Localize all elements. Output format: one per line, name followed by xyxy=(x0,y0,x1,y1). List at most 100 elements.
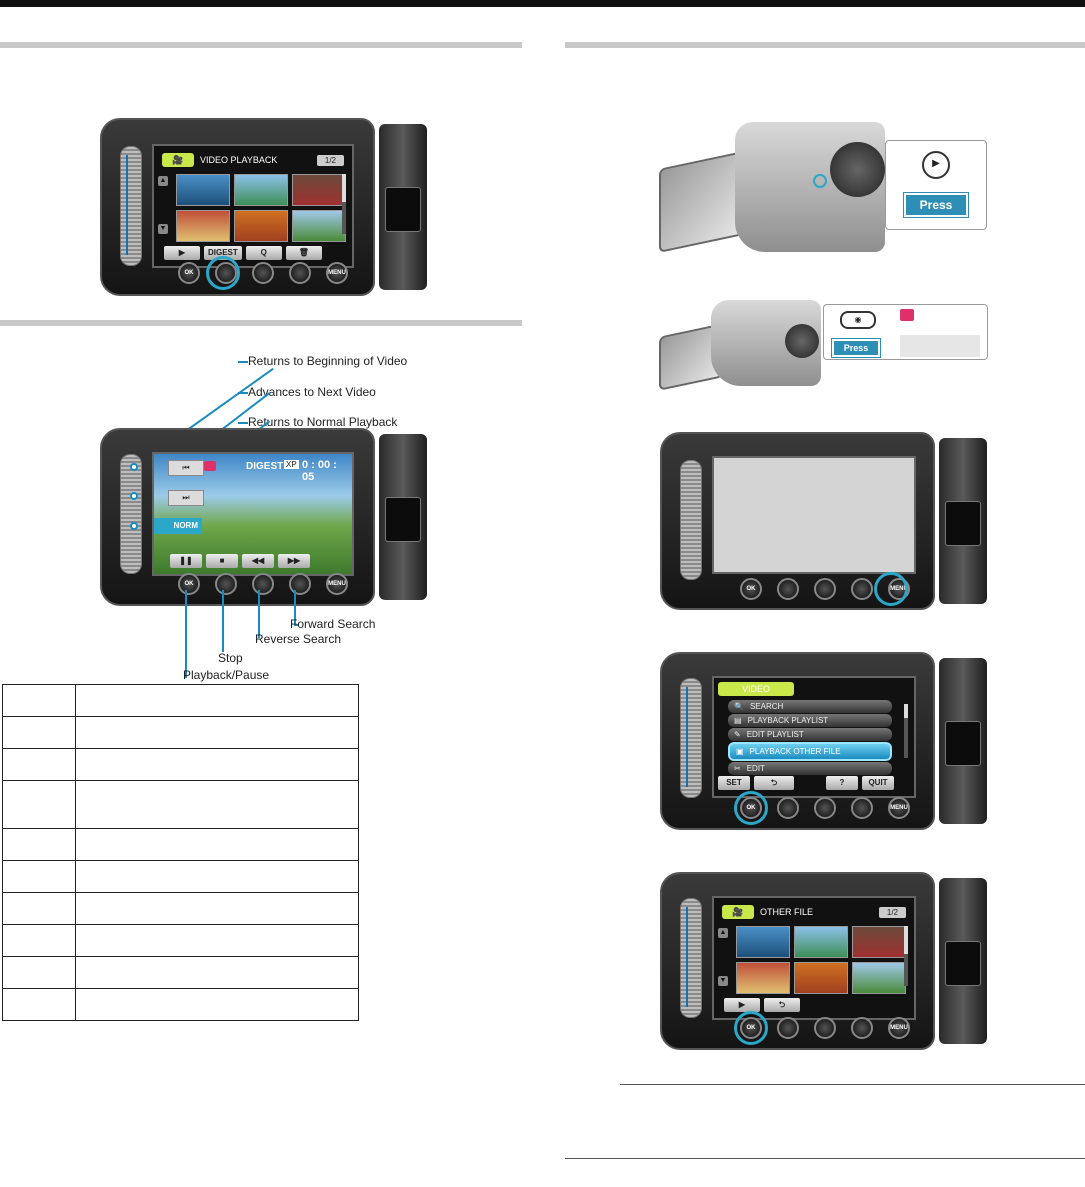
callout-returns-beginning: Returns to Beginning of Video xyxy=(248,354,408,368)
hw-button-4[interactable] xyxy=(289,262,311,284)
camera-lcd-index: 🎥 VIDEO PLAYBACK 1/2 ▲ ▼ ▶ DIGEST Q 🗑 OK… xyxy=(100,118,427,296)
menu-button[interactable]: MENU xyxy=(326,262,348,284)
hw-button-4[interactable] xyxy=(289,573,311,595)
thumbnail[interactable] xyxy=(736,926,790,958)
callout-stop: Stop xyxy=(218,651,243,665)
menu-item-search[interactable]: 🔍SEARCH xyxy=(728,700,892,713)
play-softkey[interactable]: ▶ xyxy=(164,246,200,260)
touch-slider[interactable] xyxy=(120,454,142,574)
menu-button[interactable]: MENU xyxy=(888,797,910,819)
play-softkey[interactable]: ▶ xyxy=(724,998,760,1012)
thumbnail[interactable] xyxy=(794,926,848,958)
touch-slider[interactable] xyxy=(680,460,702,580)
search-softkey[interactable]: Q xyxy=(245,246,282,260)
skip-back-icon[interactable]: ⏮ xyxy=(168,460,204,476)
back-softkey[interactable]: ⮌ xyxy=(764,998,800,1012)
touch-slider[interactable] xyxy=(680,898,702,1018)
table-row xyxy=(2,780,359,829)
search-icon: 🔍 xyxy=(734,702,744,711)
top-bar xyxy=(0,0,1085,7)
fast-forward-softkey[interactable]: ▶▶ xyxy=(278,554,310,568)
quit-softkey[interactable]: QUIT xyxy=(862,776,894,790)
hw-button-3[interactable] xyxy=(252,573,274,595)
hw-button-3[interactable] xyxy=(252,262,274,284)
file-icon: ▣ xyxy=(736,747,744,756)
thumbnail[interactable] xyxy=(736,962,790,994)
scrollbar[interactable] xyxy=(904,704,908,758)
screen-title: VIDEO PLAYBACK xyxy=(200,155,278,165)
screen-title: OTHER FILE xyxy=(760,907,814,917)
callout-playback-pause: Playback/Pause xyxy=(183,668,270,682)
scroll-down-icon[interactable]: ▼ xyxy=(158,224,168,234)
hw-button-2[interactable] xyxy=(777,578,799,600)
menu-item-edit-playlist[interactable]: ✎EDIT PLAYLIST xyxy=(728,728,892,741)
menu-item-edit[interactable]: ✂EDIT xyxy=(728,762,892,775)
thumbnail[interactable] xyxy=(234,174,288,206)
video-mode-icon xyxy=(204,461,216,471)
press-label: Press xyxy=(832,339,880,357)
lcd-screen: 🎥 OTHER FILE 1/2 ▲ ▼ ▶ ⮌ xyxy=(712,896,916,1020)
video-mode-icon: 🎥 xyxy=(162,153,194,167)
section-rule-left-2 xyxy=(0,320,522,326)
hw-button-2[interactable] xyxy=(215,573,237,595)
hw-button-2[interactable] xyxy=(777,1017,799,1039)
scroll-up-icon[interactable]: ▲ xyxy=(718,928,728,938)
press-label: Press xyxy=(904,193,968,217)
table-row xyxy=(2,956,359,989)
thumbnail[interactable] xyxy=(176,210,230,242)
thumbnail[interactable] xyxy=(852,926,906,958)
hw-button-3[interactable] xyxy=(814,1017,836,1039)
thumbnail-grid xyxy=(176,174,346,242)
table-row xyxy=(2,892,359,925)
table-row xyxy=(2,860,359,893)
ok-button[interactable]: OK xyxy=(178,573,200,595)
quality-badge: XP xyxy=(284,460,299,469)
hw-button-4[interactable] xyxy=(851,1017,873,1039)
set-softkey[interactable]: SET xyxy=(718,776,750,790)
thumbnail[interactable] xyxy=(176,174,230,206)
rewind-softkey[interactable]: ◀◀ xyxy=(242,554,274,568)
scrollbar[interactable] xyxy=(342,174,346,234)
highlight-ring xyxy=(206,256,240,290)
thumbnail[interactable] xyxy=(292,210,346,242)
touch-slider[interactable] xyxy=(120,146,142,266)
thumbnail[interactable] xyxy=(794,962,848,994)
scrollbar[interactable] xyxy=(904,926,908,986)
ok-button[interactable]: OK xyxy=(740,578,762,600)
thumbnail-grid xyxy=(736,926,906,994)
lcd-screen xyxy=(712,456,916,574)
stop-softkey[interactable]: ■ xyxy=(206,554,238,568)
hw-button-4[interactable] xyxy=(851,797,873,819)
camcorder-illustration-2: ◉ Press xyxy=(655,294,990,394)
norm-button[interactable]: NORM xyxy=(154,518,202,534)
playback-button-icon[interactable] xyxy=(813,174,827,188)
camcorder-illustration-1: ▶ Press xyxy=(655,112,990,272)
back-softkey[interactable]: ⮌ xyxy=(754,776,794,790)
help-softkey[interactable]: ? xyxy=(826,776,858,790)
digest-softkey[interactable]: DIGEST xyxy=(204,246,242,260)
skip-forward-icon[interactable]: ⏭ xyxy=(168,490,204,506)
scroll-up-icon[interactable]: ▲ xyxy=(158,176,168,186)
menu-item-playback-other-file[interactable]: ▣PLAYBACK OTHER FILE xyxy=(728,742,892,761)
callout-forward-search: Forward Search xyxy=(290,617,376,631)
delete-softkey[interactable]: 🗑 xyxy=(285,246,322,260)
thumbnail[interactable] xyxy=(292,174,346,206)
camera-lcd-other-file: 🎥 OTHER FILE 1/2 ▲ ▼ ▶ ⮌ OK MENU xyxy=(660,872,987,1050)
menu-item-playback-playlist[interactable]: ▤PLAYBACK PLAYLIST xyxy=(728,714,892,727)
ok-button[interactable]: OK xyxy=(178,262,200,284)
hw-button-3[interactable] xyxy=(814,797,836,819)
thumbnail[interactable] xyxy=(234,210,288,242)
thumbnail[interactable] xyxy=(852,962,906,994)
pause-softkey[interactable]: ❚❚ xyxy=(170,554,202,568)
wrench-icon: ✂ xyxy=(734,764,741,773)
edit-playlist-icon: ✎ xyxy=(734,730,741,739)
hw-button-3[interactable] xyxy=(814,578,836,600)
touch-slider[interactable] xyxy=(680,678,702,798)
hw-button-2[interactable] xyxy=(777,797,799,819)
page-indicator: 1/2 xyxy=(878,906,906,918)
menu-button[interactable]: MENU xyxy=(888,1017,910,1039)
menu-button[interactable]: MENU xyxy=(326,573,348,595)
hw-button-4[interactable] xyxy=(851,578,873,600)
scroll-down-icon[interactable]: ▼ xyxy=(718,976,728,986)
menu-tab[interactable]: VIDEO xyxy=(718,682,794,696)
